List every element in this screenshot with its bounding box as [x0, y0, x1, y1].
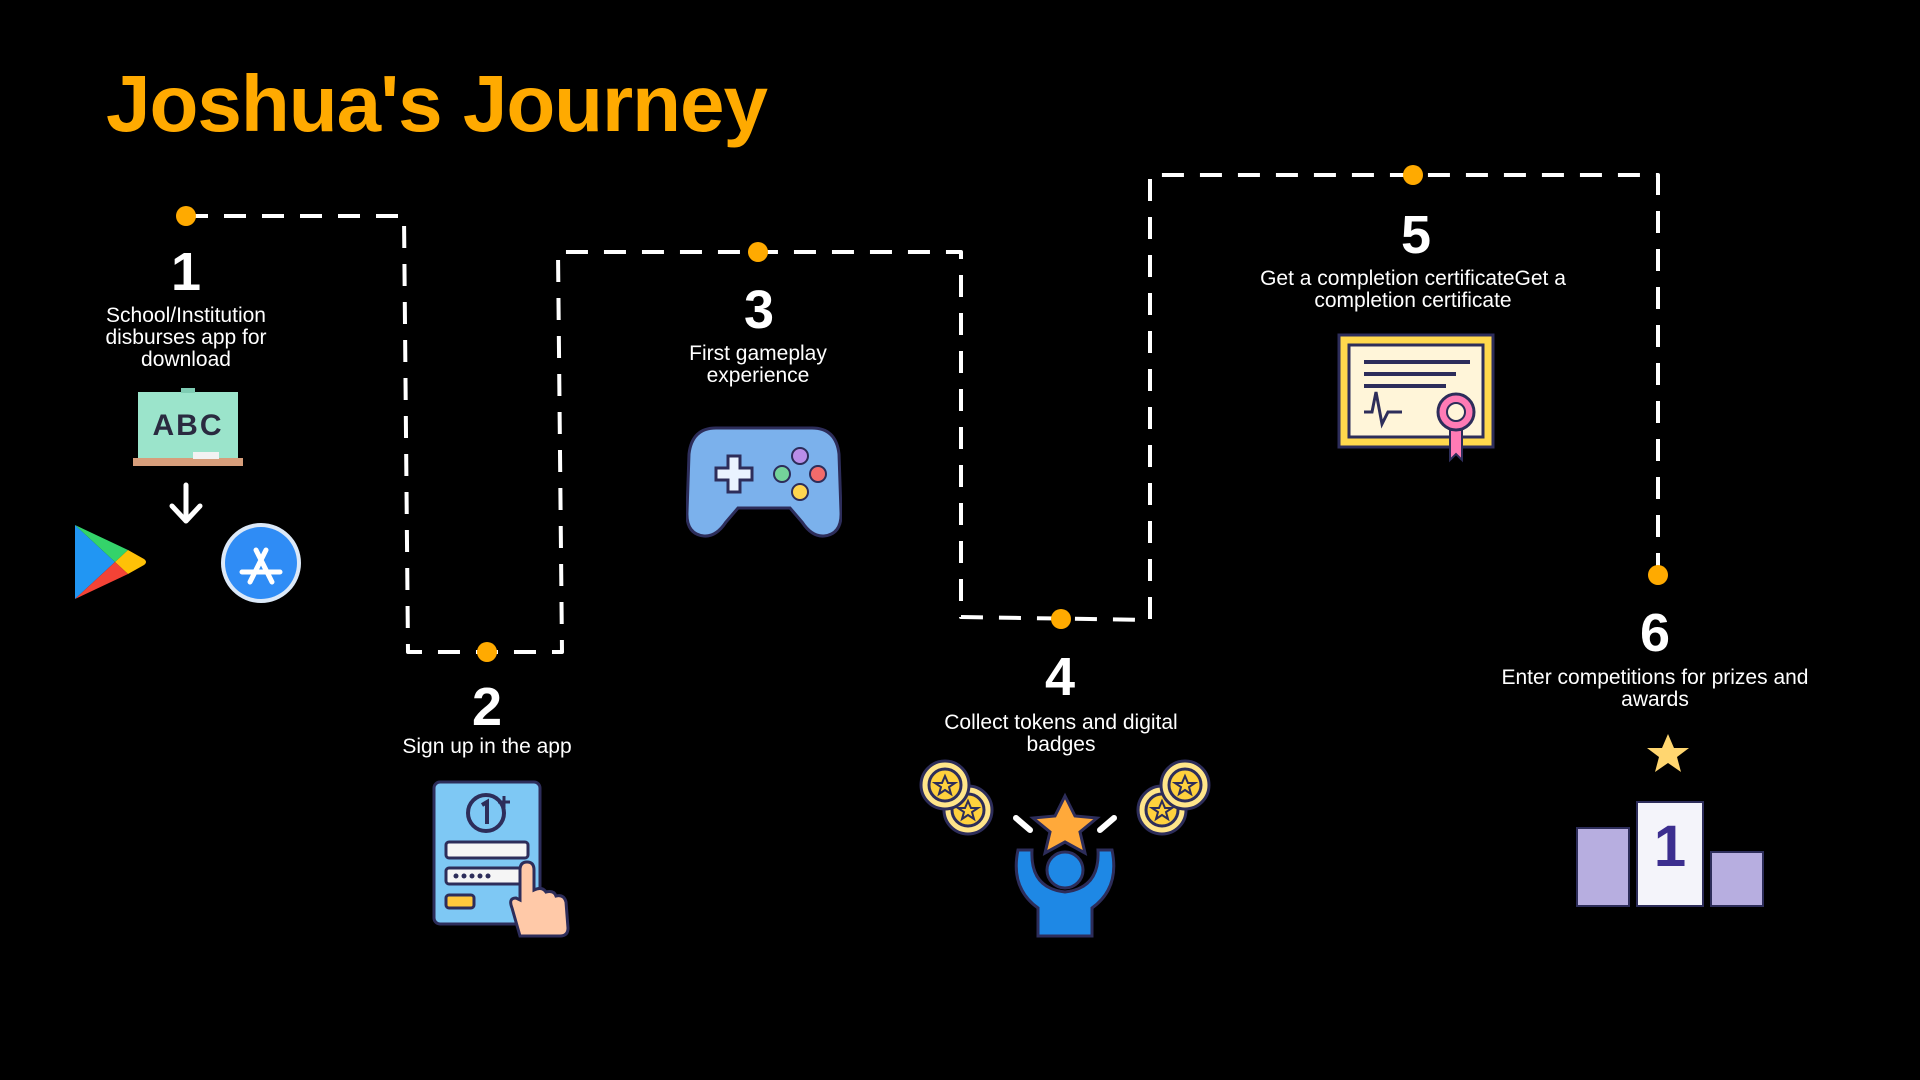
step-label-1: School/Institution disburses app for dow…	[105, 304, 267, 371]
coins-icon	[919, 759, 1211, 938]
step-label-5: Get a completion certificateGet a comple…	[1260, 267, 1566, 312]
node-dot-6	[1648, 565, 1668, 585]
chalkboard-text: ABC	[153, 409, 224, 442]
step-label-6: Enter competitions for prizes and awards	[1501, 666, 1809, 711]
step-number-4: 4	[1044, 647, 1076, 707]
app-store-icon	[221, 523, 301, 603]
signup-form-icon	[432, 780, 570, 938]
achiever-icon	[1013, 792, 1117, 938]
step-number-6: 6	[1639, 603, 1671, 663]
step-label-3: First gameplay experience	[689, 342, 827, 387]
node-dot-2	[477, 642, 497, 662]
step-number-3: 3	[743, 280, 775, 340]
certificate-icon	[1337, 333, 1495, 463]
podium-rank-text: 1	[1654, 814, 1686, 879]
step-label-2: Sign up in the app	[402, 735, 572, 758]
step-number-2: 2	[471, 677, 503, 737]
step-number-5: 5	[1400, 205, 1432, 265]
chalkboard-icon: ABC	[133, 388, 243, 466]
node-dot-5	[1403, 165, 1423, 185]
path-dashed-line	[186, 173, 1660, 654]
podium-icon: 1	[1576, 734, 1764, 907]
gamepad-icon	[686, 426, 842, 538]
node-dot-3	[748, 242, 768, 262]
node-dot-4	[1051, 609, 1071, 629]
step-label-4: Collect tokens and digital badges	[944, 711, 1178, 756]
step-number-1: 1	[170, 242, 202, 302]
page-title: Joshua's Journey	[106, 59, 768, 148]
node-dot-1	[176, 206, 196, 226]
down-arrow-icon	[169, 482, 203, 524]
google-play-icon	[75, 525, 146, 599]
